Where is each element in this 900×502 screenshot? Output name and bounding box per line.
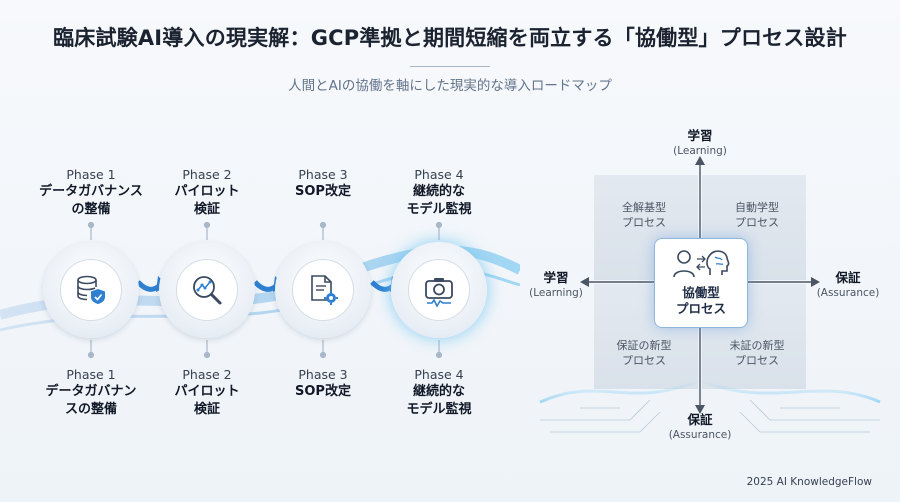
phase-title-line1: 継続的な [412, 184, 465, 199]
phase-title-line1: SOP改定 [295, 184, 351, 199]
axis-ja: 学習 [687, 128, 713, 143]
phase-2-bottom-label: Phase 2 パイロット 検証 [137, 366, 277, 419]
quadrant-line2: プロセス [622, 354, 666, 367]
page-subtitle: 人間とAIの協働を軸にした現実的な導入ロードマップ [288, 78, 612, 94]
axis-bottom-label: 保証 (Assurance) [660, 412, 740, 442]
phase-number: Phase 2 [182, 367, 232, 382]
document-gear-icon [311, 275, 338, 305]
phase-title-line1: 継続的な [412, 384, 465, 399]
quadrant-bottom-left-label: 保証の新型 プロセス [589, 338, 699, 368]
database-shield-icon [77, 275, 105, 304]
phase-3-circle [275, 242, 371, 338]
phase-number: Phase 1 [66, 367, 116, 382]
phase-title-line2: スの整備 [64, 402, 117, 417]
phase-number: Phase 3 [298, 167, 348, 182]
axis-en: (Assurance) [816, 287, 880, 299]
phase-title-line1: データガバナンス [39, 184, 143, 199]
phase-number: Phase 4 [414, 167, 464, 182]
phase-title-line2: 検証 [193, 402, 220, 417]
phase-1-circle [43, 242, 139, 338]
phase-number: Phase 4 [414, 367, 464, 382]
magnifier-chart-icon [193, 276, 222, 305]
circuit-decoration [540, 399, 880, 433]
quadrant-line1: 自動学型 [735, 201, 779, 214]
phase-title-line1: データガバナン [45, 384, 137, 399]
phase-number: Phase 1 [66, 167, 116, 182]
axis-top-label: 学習 (Learning) [660, 128, 740, 158]
phase-number: Phase 3 [298, 367, 348, 382]
quadrant-line2: プロセス [735, 216, 779, 229]
axis-arrow-left [580, 277, 589, 287]
axis-ja: 学習 [543, 270, 569, 285]
phase-3-top-label: Phase 3 SOP改定 [253, 166, 393, 201]
human-ai-brain-icon [673, 250, 730, 278]
axis-ja: 保証 [687, 412, 713, 427]
phase-4-top-label: Phase 4 継続的な モデル監視 [369, 166, 509, 219]
phase-4-bottom-label: Phase 4 継続的な モデル監視 [369, 366, 509, 419]
quadrant-top-right-label: 自動学型 プロセス [702, 200, 812, 230]
phase-1-top-label: Phase 1 データガバナンス の整備 [21, 166, 161, 219]
axis-ja: 保証 [835, 270, 861, 285]
phase-1-bottom-label: Phase 1 データガバナン スの整備 [21, 366, 161, 419]
phase-title-line1: パイロット [174, 384, 240, 399]
axis-arrow-up [695, 156, 705, 165]
quadrant-line2: プロセス [735, 354, 779, 367]
phase-2-top-label: Phase 2 パイロット 検証 [137, 166, 277, 219]
phase-3-bottom-label: Phase 3 SOP改定 [253, 366, 393, 401]
footer-credit: 2025 AI KnowledgeFlow [746, 476, 872, 488]
center-line2: プロセス [675, 301, 726, 316]
axis-arrow-down [695, 405, 705, 414]
axis-right-label: 保証 (Assurance) [810, 270, 886, 300]
quadrant-line1: 未証の新型 [729, 339, 785, 352]
camera-wave-icon [425, 278, 453, 308]
page-title: 臨床試験AI導入の現実解：GCP準拠と期間短縮を両立する「協働型」プロセス設計 [53, 26, 847, 50]
phase-title-line2: 検証 [193, 202, 220, 217]
phase-connectors [87, 221, 443, 359]
phase-2-circle [159, 242, 255, 338]
quadrant-line2: プロセス [622, 216, 666, 229]
phase-4-circle [391, 242, 487, 338]
axis-en: (Learning) [529, 287, 583, 299]
axis-arrow-right [811, 277, 820, 287]
phase-title-line2: の整備 [71, 202, 111, 217]
title-divider [410, 66, 490, 67]
phase-title-line1: パイロット [174, 184, 240, 199]
axis-en: (Learning) [673, 145, 727, 157]
quadrant-line1: 保証の新型 [616, 339, 672, 352]
center-line1: 協働型 [682, 285, 720, 300]
quadrant-line1: 全解基型 [622, 201, 666, 214]
phase-title-line2: モデル監視 [406, 202, 472, 217]
phase-title-line1: SOP改定 [295, 384, 351, 399]
axis-en: (Assurance) [668, 429, 732, 441]
axis-left-label: 学習 (Learning) [520, 270, 592, 300]
quadrant-bottom-right-label: 未証の新型 プロセス [702, 338, 812, 368]
phase-title-line2: モデル監視 [406, 402, 472, 417]
collaborative-process-box: 協働型 プロセス [654, 238, 748, 328]
quadrant-top-left-label: 全解基型 プロセス [589, 200, 699, 230]
phase-number: Phase 2 [182, 167, 232, 182]
